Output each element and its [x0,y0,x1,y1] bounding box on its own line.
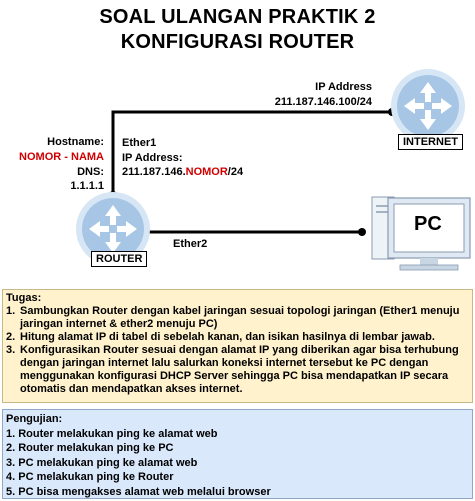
internet-router-icon [391,69,465,143]
task-title: Tugas: [6,292,42,304]
ether1-ip-variable: NOMOR [185,166,228,178]
ether2-pc-port [358,228,366,236]
test-box: Pengujian: 1. Router melakukan ping ke a… [2,409,473,499]
test-title: Pengujian: [6,413,63,425]
pc-label: PC [414,213,442,235]
page-title: SOAL ULANGAN PRAKTIK 2 [99,6,376,28]
hostname-name: NAMA [71,151,104,163]
task-text: Sambungkan Router dengan kabel jaringan … [20,305,460,330]
test-item: 4. PC melakukan ping ke Router [6,471,174,483]
ether2-label: Ether2 [173,238,208,250]
hostname-number: NOMOR [19,151,62,163]
test-item: 5. PC bisa mengakses alamat web melalui … [6,485,271,498]
hostname-value: NOMOR - NAMA [2,151,104,164]
ether1-ip-value: 211.187.146.NOMOR/24 [122,166,243,179]
test-item: 2. Router melakukan ping ke PC [6,442,174,454]
ether1-label: Ether1 [122,137,157,149]
task-number: 2. [6,331,16,343]
internet-label: INTERNET [398,134,463,150]
ether1-cable [111,110,392,195]
task-item: 2. Hitung alamat IP di tabel di sebelah k… [6,331,469,344]
dns-label: DNS: [77,166,104,178]
task-item: 1. Sambungkan Router dengan kabel jaringa… [6,305,469,331]
task-text: Hitung alamat IP di tabel di sebelah kan… [20,331,435,343]
main-router-icon [76,192,150,266]
task-list: 1. Sambungkan Router dengan kabel jaringa… [6,305,469,396]
internet-ip-value: 211.187.146.100/24 [274,96,372,108]
page-subtitle: KONFIGURASI ROUTER [120,31,355,53]
hostname-separator: - [61,151,71,163]
task-box: Tugas: 1. Sambungkan Router dengan kabel … [2,289,473,403]
pc-computer-icon [371,196,471,271]
test-item: 3. PC melakukan ping ke alamat web [6,456,198,469]
router-label: ROUTER [91,251,148,267]
ether1-ip-suffix: /24 [227,166,244,178]
task-item: 3. Konfigurasikan Router sesuai dengan al… [6,344,469,396]
task-text: Konfigurasikan Router sesuai dengan alam… [20,344,459,395]
ether1-ip-heading: IP Address: [122,152,183,164]
ether1-ip-prefix: 211.187.146. [122,166,186,178]
dns-value: 1.1.1.1 [70,180,104,192]
test-item: 1. Router melakukan ping ke alamat web [6,427,218,440]
task-number: 1. [6,305,16,317]
task-number: 3. [6,344,16,356]
internet-ip-heading: IP Address [315,81,372,93]
hostname-label: Hostname: [47,136,104,148]
topology-diagram [76,69,471,271]
